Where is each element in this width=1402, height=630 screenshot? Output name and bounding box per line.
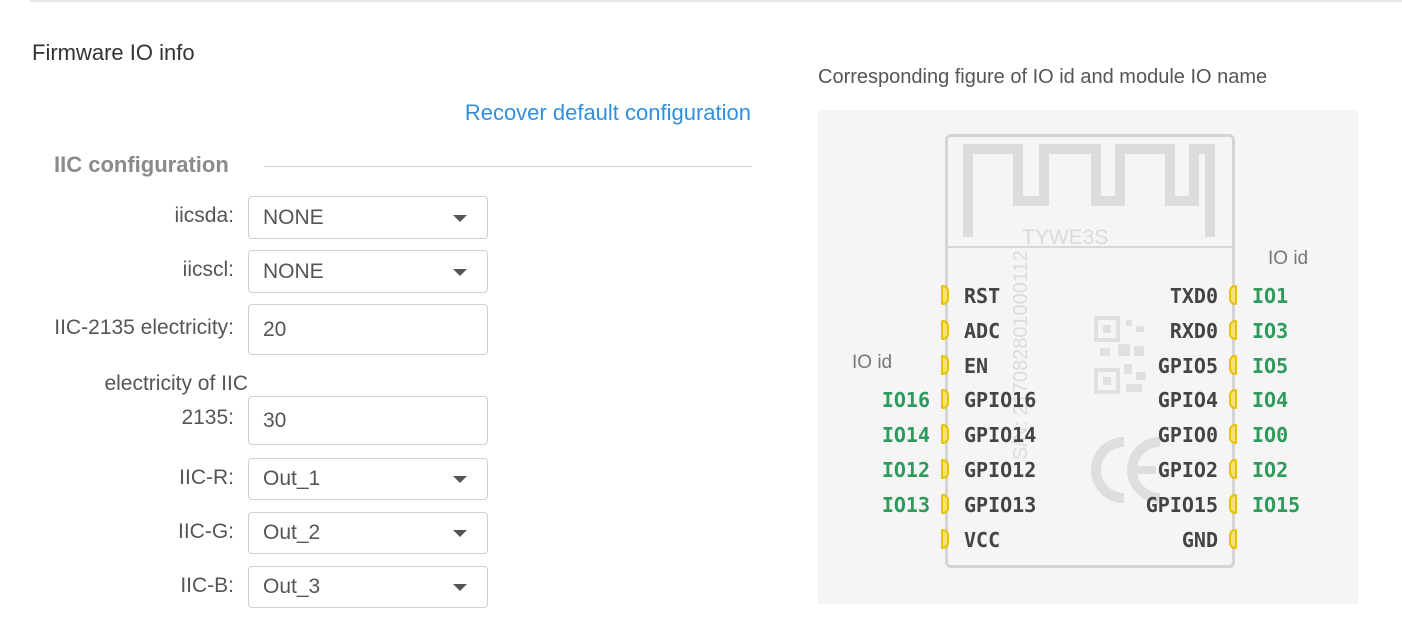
iic-r-label: IIC-R: xyxy=(179,466,234,489)
pin-pad-right xyxy=(1229,459,1237,479)
pin-name-right: GPIO2 xyxy=(1157,458,1218,482)
antenna-separator xyxy=(948,246,1232,248)
pin-id-right: IO4 xyxy=(1252,388,1289,412)
pin-name-left: GPIO16 xyxy=(964,388,1037,412)
pin-pad-left xyxy=(941,355,949,375)
pin-name-left: EN xyxy=(964,354,989,378)
pin-id-left: IO12 xyxy=(881,458,930,482)
pin-name-right: GPIO4 xyxy=(1157,388,1218,412)
pin-pad-right xyxy=(1229,285,1237,305)
iic-group-title: IIC configuration xyxy=(54,152,229,177)
iic2135-electricity-label: IIC-2135 electricity: xyxy=(54,316,234,339)
iicsda-label: iicsda: xyxy=(174,204,234,227)
pin-name-right: TXD0 xyxy=(1169,284,1218,308)
iic-r-select[interactable]: Out_1 xyxy=(248,458,488,500)
iicscl-label: iicscl: xyxy=(182,258,234,281)
pin-name-right: GPIO0 xyxy=(1157,423,1218,447)
pin-id-right: IO5 xyxy=(1252,354,1289,378)
pin-id-right: IO3 xyxy=(1252,319,1289,343)
antenna-icon xyxy=(963,144,1215,237)
pin-pad-left xyxy=(941,320,949,340)
pin-pad-left xyxy=(941,389,949,409)
iicscl-value: NONE xyxy=(263,259,324,283)
pin-name-left: ADC xyxy=(964,319,1001,343)
chevron-down-icon xyxy=(453,476,467,483)
pin-name-left: RST xyxy=(964,284,1001,308)
pin-id-right: IO0 xyxy=(1252,423,1289,447)
electricity-of-iic2135-label-line1: electricity of IIC xyxy=(104,372,248,395)
pin-pad-right xyxy=(1229,529,1237,549)
group-divider xyxy=(264,166,752,167)
pin-name-left: VCC xyxy=(964,528,1001,552)
pin-id-left: IO16 xyxy=(881,388,930,412)
pin-id-right: IO15 xyxy=(1252,493,1301,517)
pin-name-right: GPIO15 xyxy=(1145,493,1218,517)
pin-pad-right xyxy=(1229,389,1237,409)
recover-default-link[interactable]: Recover default configuration xyxy=(464,100,751,125)
pin-id-left: IO13 xyxy=(881,493,930,517)
pin-pad-left xyxy=(941,494,949,514)
pin-name-right: RXD0 xyxy=(1169,319,1218,343)
io-id-header-left: IO id xyxy=(852,352,893,373)
pin-pad-left xyxy=(941,459,949,479)
chevron-down-icon xyxy=(453,584,467,591)
iic-g-label: IIC-G: xyxy=(178,520,234,543)
chevron-down-icon xyxy=(453,268,467,276)
electricity-of-iic2135-input[interactable]: 30 xyxy=(248,396,488,445)
iic-b-label: IIC-B: xyxy=(180,574,234,597)
module-outline xyxy=(945,134,1235,568)
pin-pad-left xyxy=(941,285,949,305)
pin-id-left: IO14 xyxy=(881,423,930,447)
pin-pad-right xyxy=(1229,355,1237,375)
top-divider xyxy=(30,0,1402,2)
pin-pad-left xyxy=(941,529,949,549)
iic-r-value: Out_1 xyxy=(263,467,321,490)
iicscl-select[interactable]: NONE xyxy=(248,250,488,293)
iic-b-select[interactable]: Out_3 xyxy=(248,566,488,608)
section-title: Firmware IO info xyxy=(32,40,195,65)
iic2135-electricity-value: 20 xyxy=(263,317,287,341)
pin-name-right: GND xyxy=(1181,528,1218,552)
iic-b-value: Out_3 xyxy=(263,575,321,598)
iic-g-value: Out_2 xyxy=(263,521,321,544)
electricity-of-iic2135-value: 30 xyxy=(263,408,287,432)
pin-id-right: IO2 xyxy=(1252,458,1289,482)
pin-name-left: GPIO12 xyxy=(964,458,1037,482)
figure-panel xyxy=(818,110,1358,604)
iic2135-electricity-input[interactable]: 20 xyxy=(248,304,488,355)
pin-pad-left xyxy=(941,424,949,444)
iic-g-select[interactable]: Out_2 xyxy=(248,512,488,554)
figure-caption: Corresponding figure of IO id and module… xyxy=(818,66,1268,88)
chevron-down-icon xyxy=(453,214,467,222)
io-id-header-right: IO id xyxy=(1268,248,1309,269)
pin-name-right: GPIO5 xyxy=(1157,354,1218,378)
pin-name-left: GPIO14 xyxy=(964,423,1037,447)
pin-id-right: IO1 xyxy=(1252,284,1289,308)
ce-mark-icon xyxy=(1091,437,1161,503)
module-label: TYWE3S xyxy=(1022,226,1109,249)
iicsda-select[interactable]: NONE xyxy=(248,196,488,239)
electricity-of-iic2135-label-line2: 2135: xyxy=(181,406,234,429)
qr-code-icon xyxy=(1094,316,1146,394)
pin-pad-right xyxy=(1229,320,1237,340)
pin-pad-right xyxy=(1229,424,1237,444)
pin-pad-right xyxy=(1229,494,1237,514)
iicsda-value: NONE xyxy=(263,205,324,229)
pin-name-left: GPIO13 xyxy=(964,493,1037,517)
chevron-down-icon xyxy=(453,530,467,537)
